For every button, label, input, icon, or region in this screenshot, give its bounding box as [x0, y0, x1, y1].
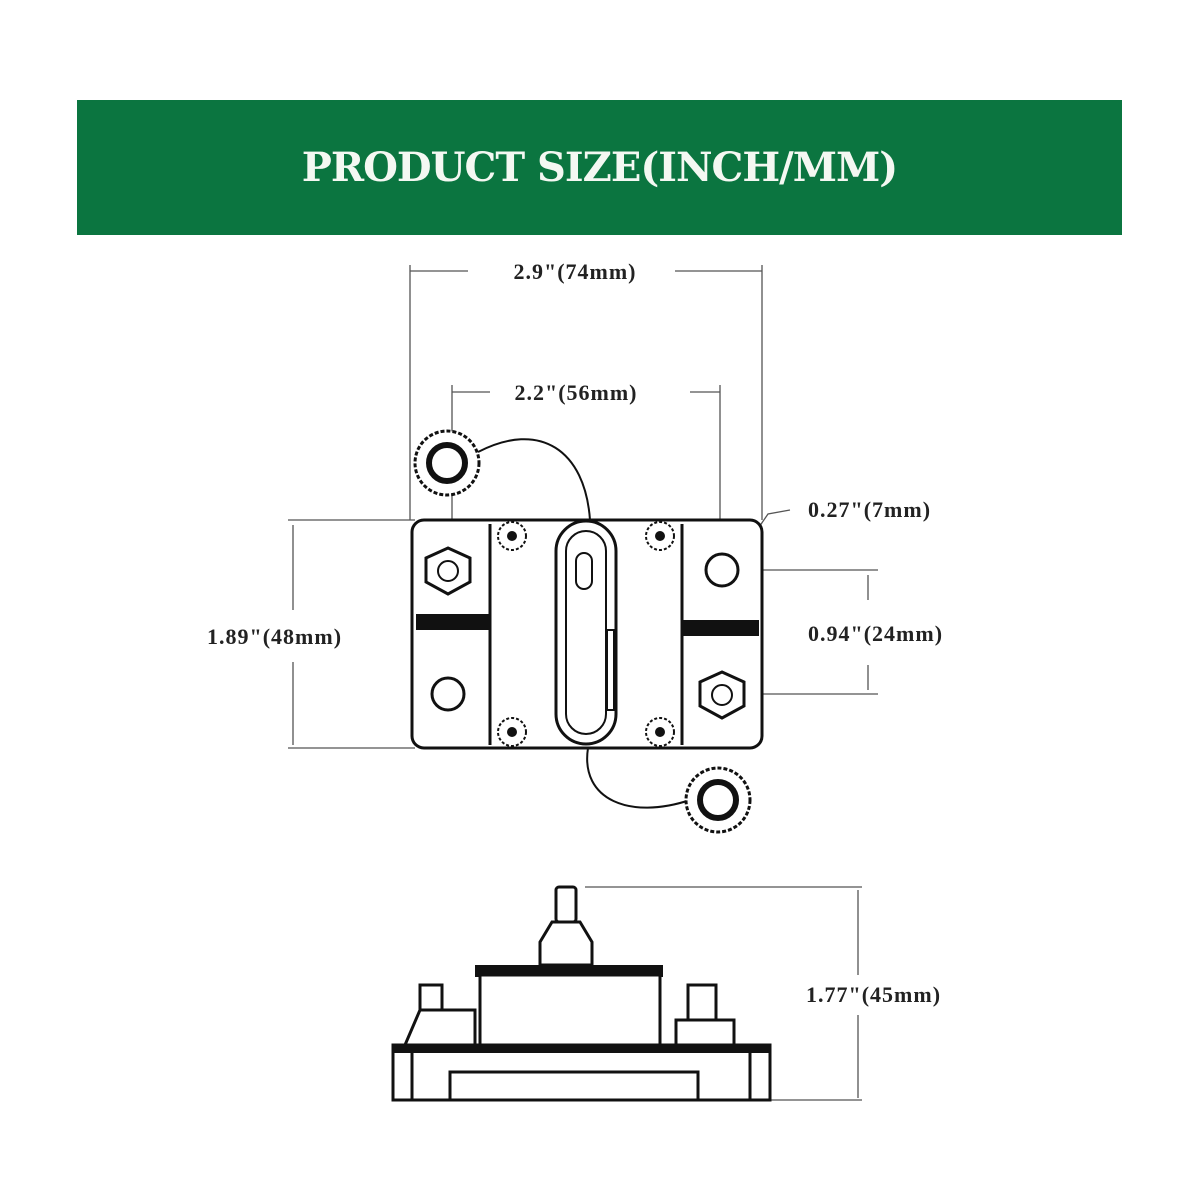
stud-spacing-label: 2.2"(56mm) [514, 380, 637, 405]
breaker-top-view [410, 429, 764, 834]
overall-width-label: 2.9"(74mm) [513, 259, 636, 284]
hex-nut-icon [698, 670, 746, 720]
mounting-hole-icon [430, 676, 466, 712]
hole-diameter-label: 0.27"(7mm) [808, 497, 931, 522]
reset-lever-icon [554, 519, 618, 746]
mounting-hole-icon [704, 552, 740, 588]
body-height-label: 1.89"(48mm) [207, 624, 342, 649]
breaker-side-view [391, 885, 772, 1102]
stud-offset-label: 0.94"(24mm) [808, 621, 943, 646]
hex-nut-icon [424, 546, 472, 596]
title-banner: PRODUCT SIZE(INCH/MM) [77, 100, 1122, 235]
title: PRODUCT SIZE(INCH/MM) [301, 144, 898, 191]
total-height-label: 1.77"(45mm) [806, 982, 941, 1007]
